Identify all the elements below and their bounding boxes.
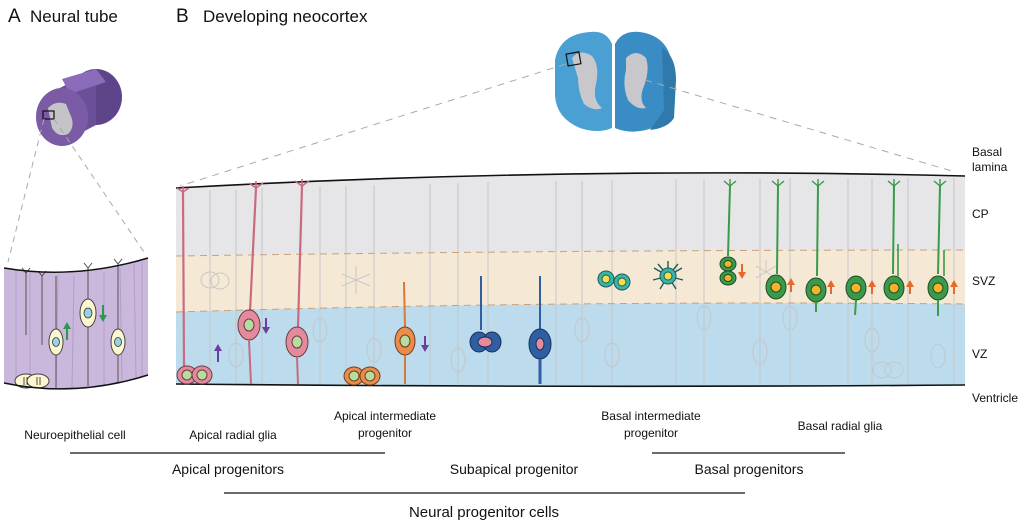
label-neural-progenitor-cells: Neural progenitor cells bbox=[409, 504, 559, 521]
label-cp: CP bbox=[972, 207, 989, 221]
label-apical-intermediate-1: Apical intermediate bbox=[334, 409, 436, 423]
cortex-zoom-box bbox=[565, 51, 582, 67]
neural-tube-zoom-box bbox=[42, 110, 55, 120]
label-basal-radial-glia: Basal radial glia bbox=[798, 419, 883, 433]
label-basal-progenitors: Basal progenitors bbox=[695, 461, 804, 477]
label-vz: VZ bbox=[972, 347, 987, 361]
label-basal-intermediate-1: Basal intermediate bbox=[601, 409, 701, 423]
label-svz: SVZ bbox=[972, 274, 995, 288]
basal-intermediate-progenitors bbox=[597, 261, 684, 291]
panel-b-title: Developing neocortex bbox=[203, 7, 368, 26]
label-apical-radial-glia: Apical radial glia bbox=[189, 428, 277, 442]
arrow-up-green bbox=[63, 322, 71, 340]
arrow-down-green bbox=[99, 305, 107, 322]
subapical-progenitors bbox=[469, 276, 552, 384]
ventricle-line bbox=[175, 383, 966, 388]
label-basal-lamina-1: Basal bbox=[972, 145, 1002, 159]
label-basal-lamina-2: lamina bbox=[972, 160, 1008, 174]
panel-b-letter: B bbox=[176, 6, 189, 27]
label-apical-intermediate-2: progenitor bbox=[358, 426, 412, 440]
neuroepithelium bbox=[3, 257, 149, 390]
label-ventricle: Ventricle bbox=[972, 391, 1018, 405]
panel-a-letter: A bbox=[8, 6, 21, 27]
arrow-down-purple-1 bbox=[262, 318, 270, 334]
neural-tube-model bbox=[36, 69, 122, 146]
orange-arrows bbox=[738, 264, 958, 294]
neocortex-model bbox=[555, 31, 676, 132]
label-apical-progenitors: Apical progenitors bbox=[172, 461, 284, 477]
arrow-up-purple bbox=[214, 344, 222, 362]
apical-intermediate-progenitors bbox=[343, 281, 416, 386]
basal-lamina-line bbox=[175, 172, 966, 189]
apical-radial-glia-cells bbox=[176, 179, 310, 385]
arrow-down-purple-2 bbox=[421, 336, 429, 352]
label-subapical-progenitor: Subapical progenitor bbox=[450, 461, 579, 477]
basal-radial-glia-cells bbox=[719, 179, 949, 316]
label-neuroepithelial-cell: Neuroepithelial cell bbox=[24, 428, 125, 442]
cortex-section bbox=[175, 172, 966, 388]
label-basal-intermediate-2: progenitor bbox=[624, 426, 678, 440]
panel-a-title: Neural tube bbox=[30, 7, 118, 26]
